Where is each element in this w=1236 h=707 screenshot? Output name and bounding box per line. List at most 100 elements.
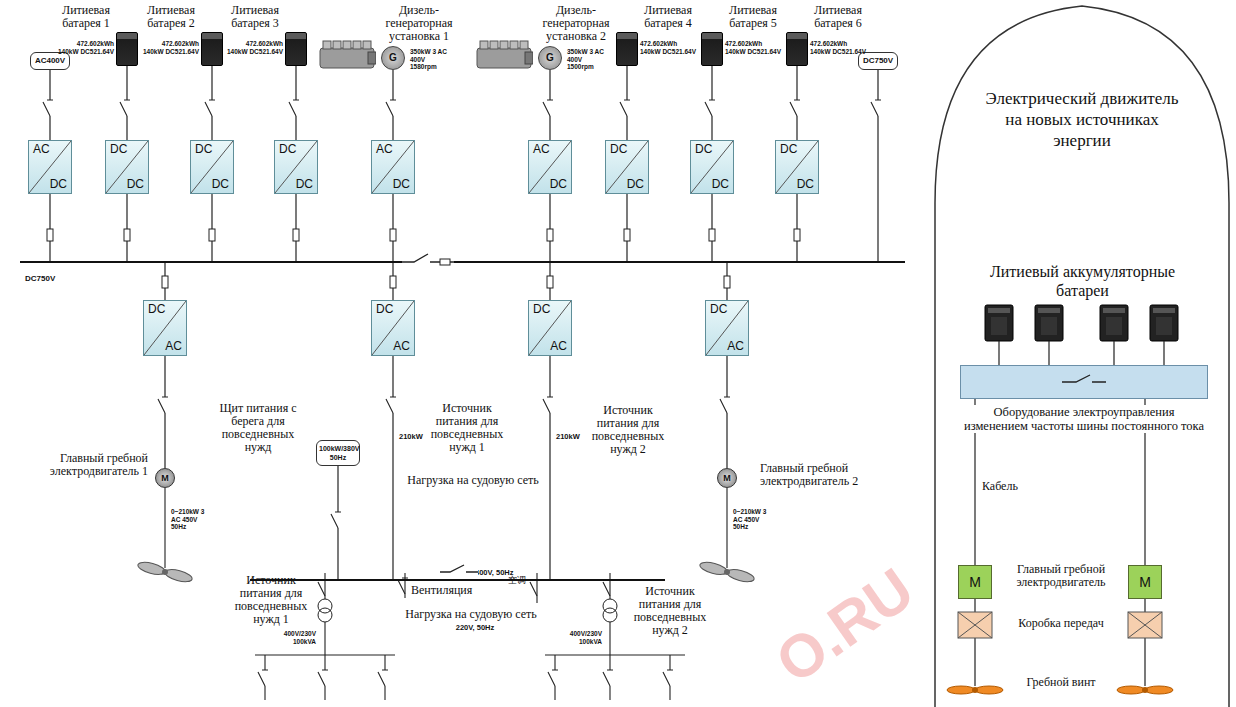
converter-output: DC [212,178,229,191]
bus-line [20,261,905,263]
battery-unit: Литиевая батарея 6472.602kWh 140kW DC521… [786,4,868,66]
converter-input: DC [533,303,550,316]
annotation: Главный гребной электродвигатель [1000,563,1122,589]
battery-title: Литиевая батарея 6 [808,4,868,30]
battery-text: Литиевая батарея 3472.602kWh 140kW DC521… [225,4,285,55]
engine-cylinder [333,41,341,49]
wire [392,194,393,261]
transformer-symbol [318,599,332,622]
converter-input: DC [195,143,212,156]
unit-title: Дизель-генераторная установка 2 [537,4,615,43]
rating-box: DC750V [858,52,898,70]
battery-unit: Литиевая батарея 5472.602kWh 140kW DC521… [701,4,783,66]
converter-input: DC [279,143,296,156]
wire [626,194,627,261]
hull-outline [932,3,1232,707]
diagonal-line [529,301,571,355]
feeder-wires [165,488,727,700]
converter-box: DCAC [371,300,415,356]
fuse-symbol [440,259,450,265]
battery-icon [1035,305,1063,341]
battery-text: Литиевая батарея 2472.602kWh 140kW DC521… [141,4,201,55]
transformer-symbol [603,599,617,622]
fuse-symbol [624,229,630,241]
wire [49,194,50,261]
annotation: Гребной винт [1000,676,1122,689]
converter-output: AC [165,340,182,353]
motor-symbol: M [717,468,737,488]
fuse-symbol [724,276,730,288]
bus-tie-switch [402,254,454,262]
switch-symbol [543,397,553,413]
converter-output: DC [627,178,644,191]
battery-title: Литиевая батарея 4 [638,4,698,30]
wire [549,194,550,261]
engine-body [320,48,374,68]
switch-symbol [158,397,168,413]
converter-input: DC [610,143,627,156]
watermark: O.RU [761,554,929,698]
switch-symbol [705,100,715,116]
converter-output: DC [296,178,313,191]
band-bar [960,365,1208,399]
annotation: 空调 [508,575,530,585]
engine-drawing [318,38,376,72]
bus-bar: 400V, 50Hz [250,561,665,581]
engine-cylinder [480,41,488,49]
motor-box: M [958,565,992,599]
generator-symbol: G [381,46,405,70]
annotation: Главный гребной электродвигатель 1 [40,452,148,478]
wire [392,356,393,579]
annotation: Источник питания для повседневных нужд 2 [582,404,674,456]
engine-cylinder [500,41,508,49]
wire [126,194,127,261]
switch-symbol [603,670,613,686]
fuse-symbols [47,229,800,288]
motor-symbol: M [155,468,175,488]
annotation: 400V/230V 100kVA [566,630,602,645]
fuse-symbol [209,229,215,241]
converter-output: AC [727,340,744,353]
control-band: Оборудование электроуправления изменение… [960,365,1208,433]
switch-symbol [120,100,130,116]
engine-cylinder [490,41,498,49]
converter-box: DCAC [528,300,572,356]
converter-input: DC [110,143,127,156]
converter-output: DC [797,178,814,191]
switch-symbol [871,100,881,116]
converter-input: DC [780,143,797,156]
annotation: 400V/230V 100kVA [280,630,316,645]
unit-rating: 350kW 3 AC 400V 1500rpm [567,48,607,71]
diagonal-line [144,301,186,355]
diagonal-line [529,141,571,193]
battery-title: Литиевая батарея 3 [225,4,285,30]
wire [211,194,212,261]
annotation: Источник питания для повседневных нужд 1 [424,402,510,454]
switch-symbol [258,670,268,686]
engine-cylinder [353,41,361,49]
switch-symbol [620,100,630,116]
diagonal-line [275,141,317,193]
engine-cylinder [520,41,528,49]
switch-symbols [43,100,881,596]
converter-input: AC [533,143,550,156]
converter-input: DC [376,303,393,316]
diagonal-line [106,141,148,193]
converter-box: DC DC [190,140,234,194]
ship-hull: Электрический движитель на новых источни… [932,3,1232,707]
fuse-symbol [547,276,553,288]
fuse-symbol [390,276,396,288]
annotation: Источник питания для повседневных нужд 1 [228,574,314,626]
engine-coupling [368,52,376,64]
bus-tie-switch [440,565,478,572]
annotation: Главный гребной электродвигатель 2 [760,462,885,488]
propeller-symbol [1117,686,1173,694]
battery-icon [116,32,138,66]
battery-icon [1150,305,1178,341]
band-caption: Оборудование электроуправления изменение… [960,405,1208,433]
fuse-symbol [709,229,715,241]
band-switch [1062,375,1106,382]
battery-text: Литиевая батарея 5472.602kWh 140kW DC521… [723,4,783,55]
switch-symbol [289,100,299,116]
switch-symbol [543,100,553,116]
